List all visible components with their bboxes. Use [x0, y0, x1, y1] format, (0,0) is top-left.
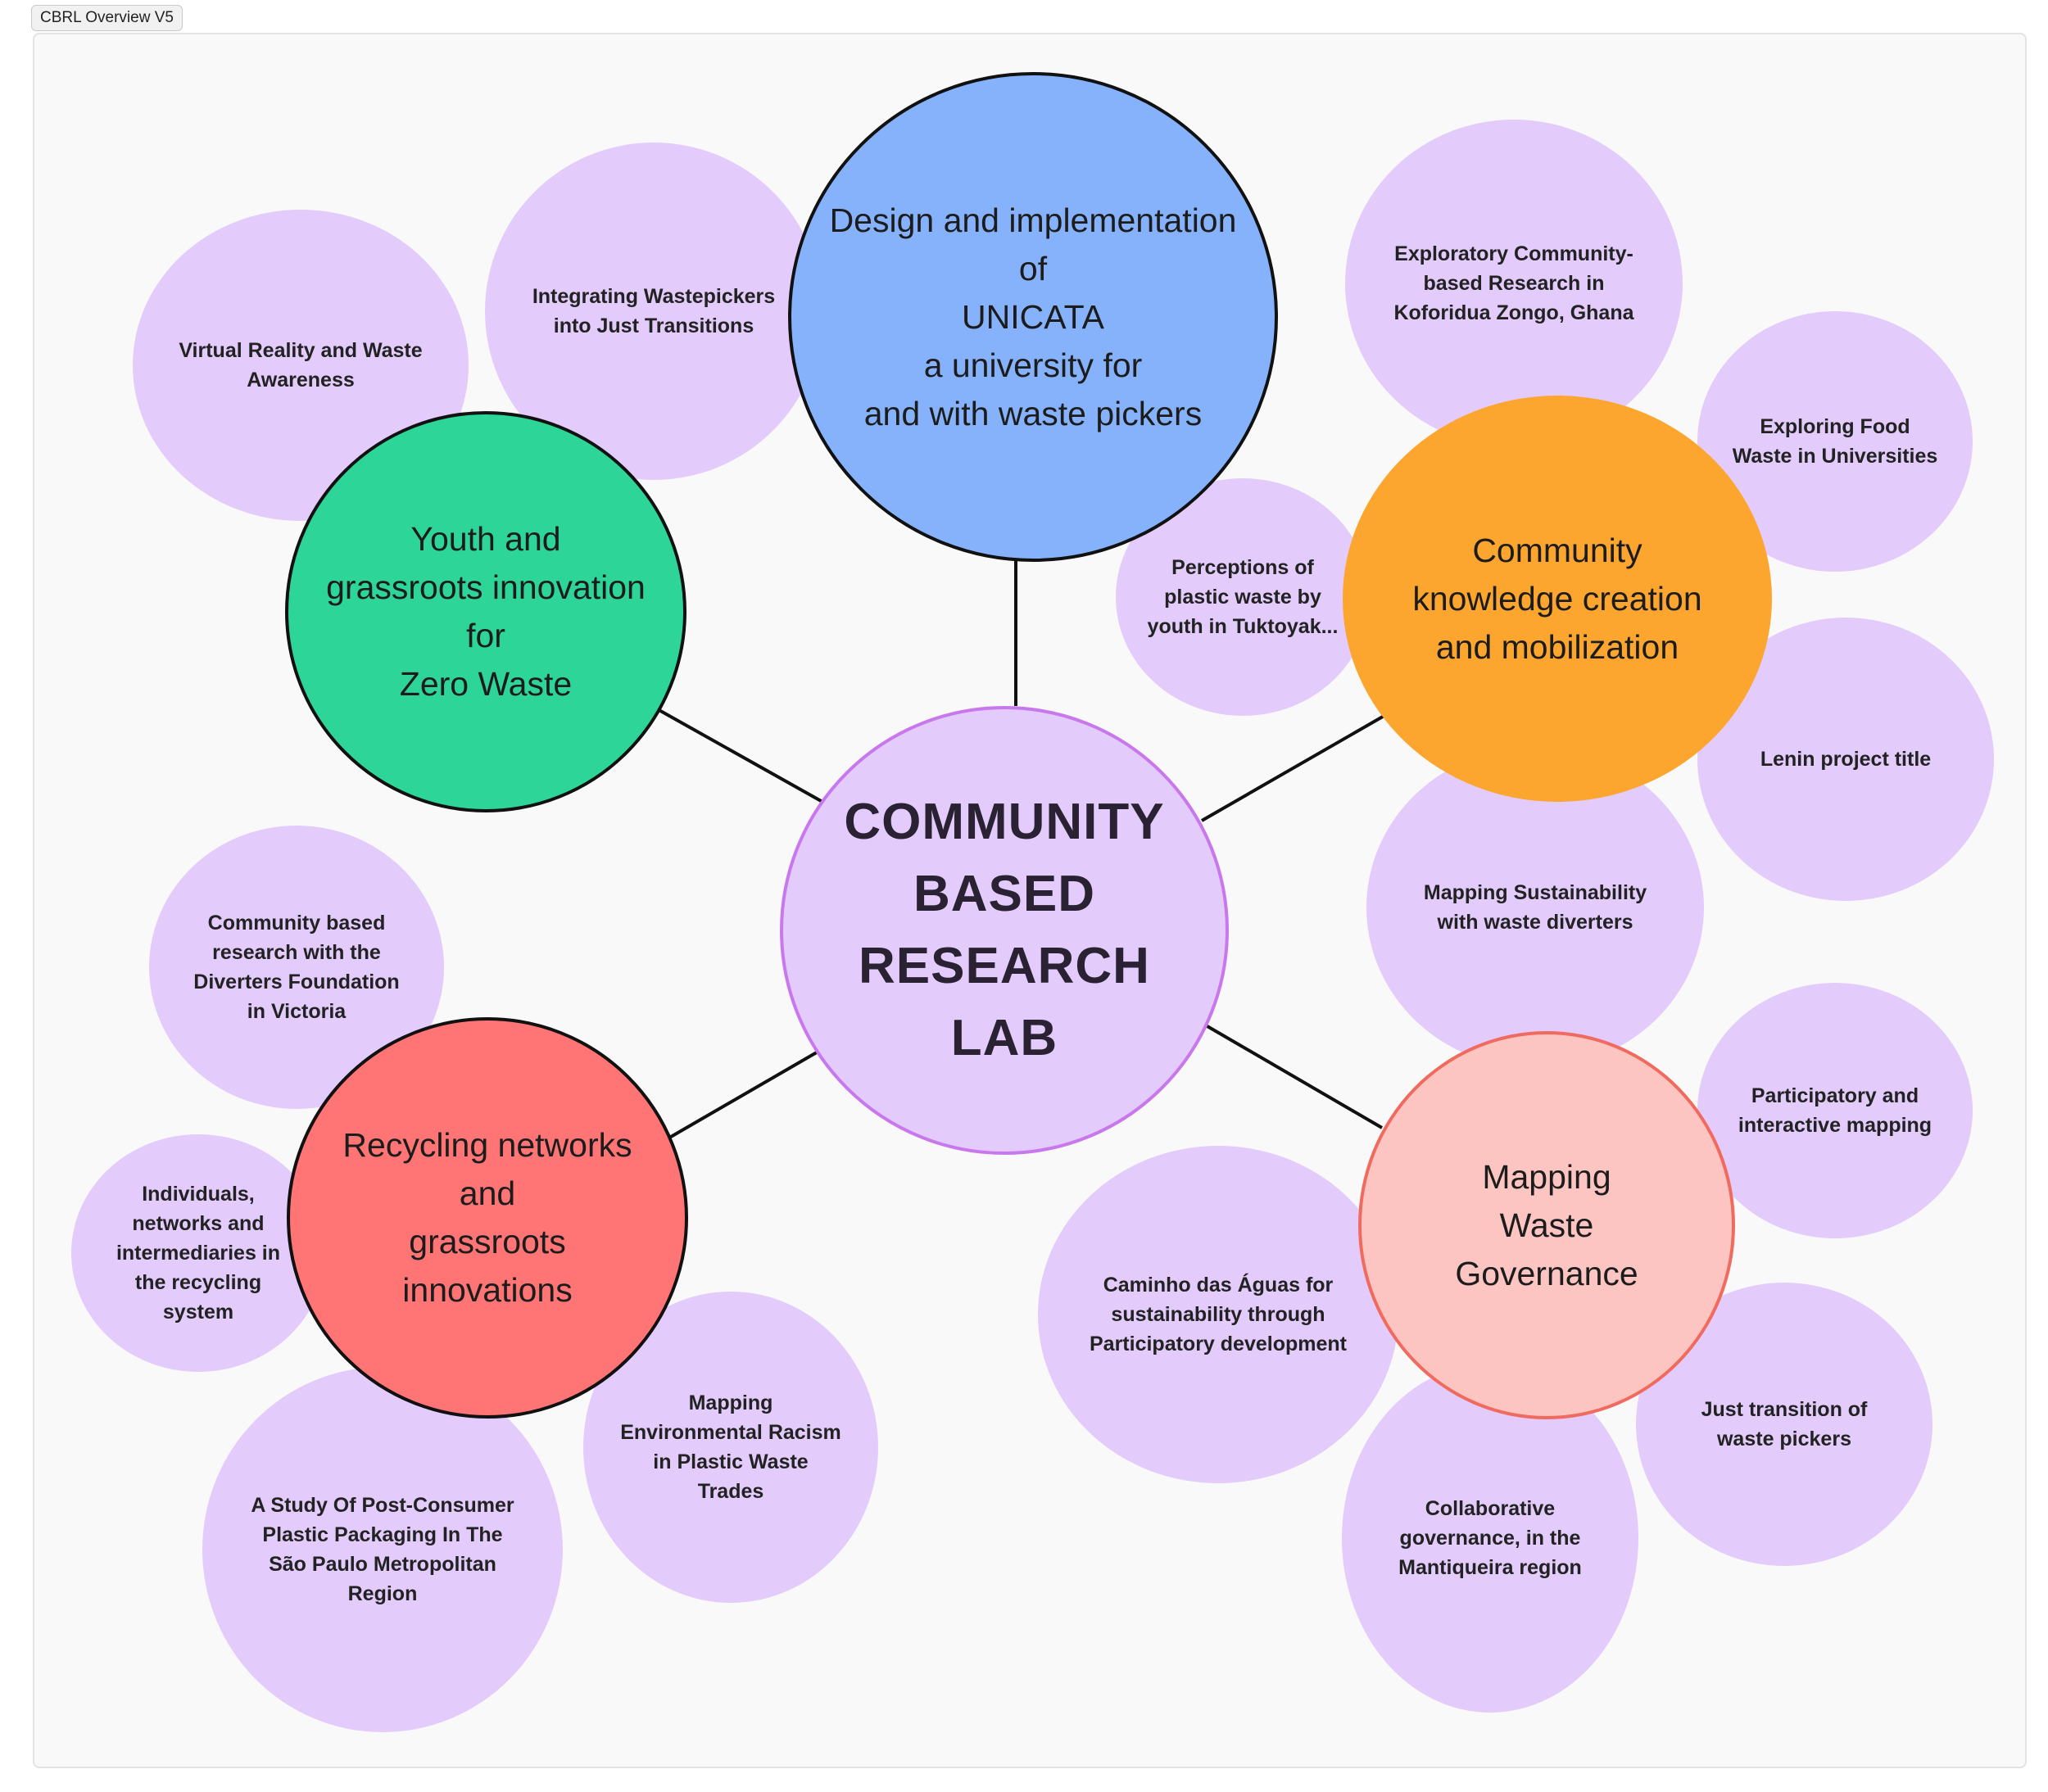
link-center-recycling: [664, 1048, 822, 1142]
project-label: Collaborative governance, in the Mantiqu…: [1398, 1497, 1582, 1579]
project-label: Perceptions of plastic waste by youth in…: [1147, 556, 1339, 638]
project-label: Just transition of waste pickers: [1701, 1398, 1868, 1450]
project-bubble-koforidua[interactable]: Exploratory Community- based Research in…: [1345, 120, 1683, 447]
project-label: Community based research with the Divert…: [193, 912, 400, 1023]
project-label: Caminho das Águas for sustainability thr…: [1090, 1274, 1347, 1355]
project-bubble-participatory-mapping[interactable]: Participatory and interactive mapping: [1697, 983, 1973, 1238]
link-center-youth: [648, 703, 823, 803]
project-bubble-collaborative[interactable]: Collaborative governance, in the Mantiqu…: [1342, 1364, 1638, 1713]
center-label: COMMUNITY BASED RESEARCH LAB: [844, 794, 1165, 1066]
project-label: Exploring Food Waste in Universities: [1732, 415, 1938, 468]
project-label: Mapping Environmental Racism in Plastic …: [620, 1392, 841, 1503]
project-label: Exploratory Community- based Research in…: [1393, 242, 1634, 324]
theme-label: Mapping Waste Governance: [1455, 1157, 1638, 1292]
theme-bubble-community[interactable]: Community knowledge creation and mobiliz…: [1343, 396, 1772, 802]
project-bubble-tuktoyak[interactable]: Perceptions of plastic waste by youth in…: [1116, 478, 1370, 716]
project-label: A Study Of Post-Consumer Plastic Packagi…: [251, 1494, 514, 1605]
theme-bubble-youth[interactable]: Youth and grassroots innovation for Zero…: [285, 411, 686, 812]
frame-title-tab[interactable]: CBRL Overview V5: [31, 5, 183, 31]
project-label: Lenin project title: [1760, 748, 1932, 771]
project-label: Individuals, networks and intermediaries…: [116, 1183, 281, 1324]
center-bubble-cbrl[interactable]: COMMUNITY BASED RESEARCH LAB: [780, 706, 1229, 1155]
project-bubble-caminho[interactable]: Caminho das Águas for sustainability thr…: [1038, 1146, 1398, 1483]
project-bubble-sao-paulo[interactable]: A Study Of Post-Consumer Plastic Packagi…: [202, 1367, 563, 1732]
link-center-community: [1201, 706, 1399, 822]
theme-label: Community knowledge creation and mobiliz…: [1412, 531, 1702, 666]
project-bubble-individuals-networks[interactable]: Individuals, networks and intermediaries…: [71, 1134, 325, 1372]
project-label: Virtual Reality and Waste Awareness: [179, 339, 423, 391]
theme-bubble-unicata[interactable]: Design and implementation of UNICATA a u…: [788, 72, 1278, 562]
project-label: Participatory and interactive mapping: [1738, 1084, 1932, 1137]
theme-bubble-mapping-waste[interactable]: Mapping Waste Governance: [1358, 1031, 1735, 1419]
theme-label: Design and implementation of UNICATA a u…: [829, 201, 1237, 432]
project-bubble-diverters-foundation[interactable]: Community based research with the Divert…: [149, 826, 444, 1109]
theme-label: Recycling networks and grassroots innova…: [342, 1126, 632, 1309]
diagram-board: Virtual Reality and Waste Awareness Inte…: [33, 33, 2027, 1768]
theme-bubble-recycling[interactable]: Recycling networks and grassroots innova…: [287, 1017, 688, 1419]
project-label: Mapping Sustainability with waste divert…: [1423, 881, 1647, 934]
project-bubble-just-transition[interactable]: Just transition of waste pickers: [1636, 1283, 1932, 1566]
link-center-mapping-waste: [1204, 1024, 1384, 1129]
theme-label: Youth and grassroots innovation for Zero…: [326, 520, 646, 703]
project-label: Integrating Wastepickers into Just Trans…: [532, 285, 776, 337]
connector-lines: [648, 559, 1399, 1142]
